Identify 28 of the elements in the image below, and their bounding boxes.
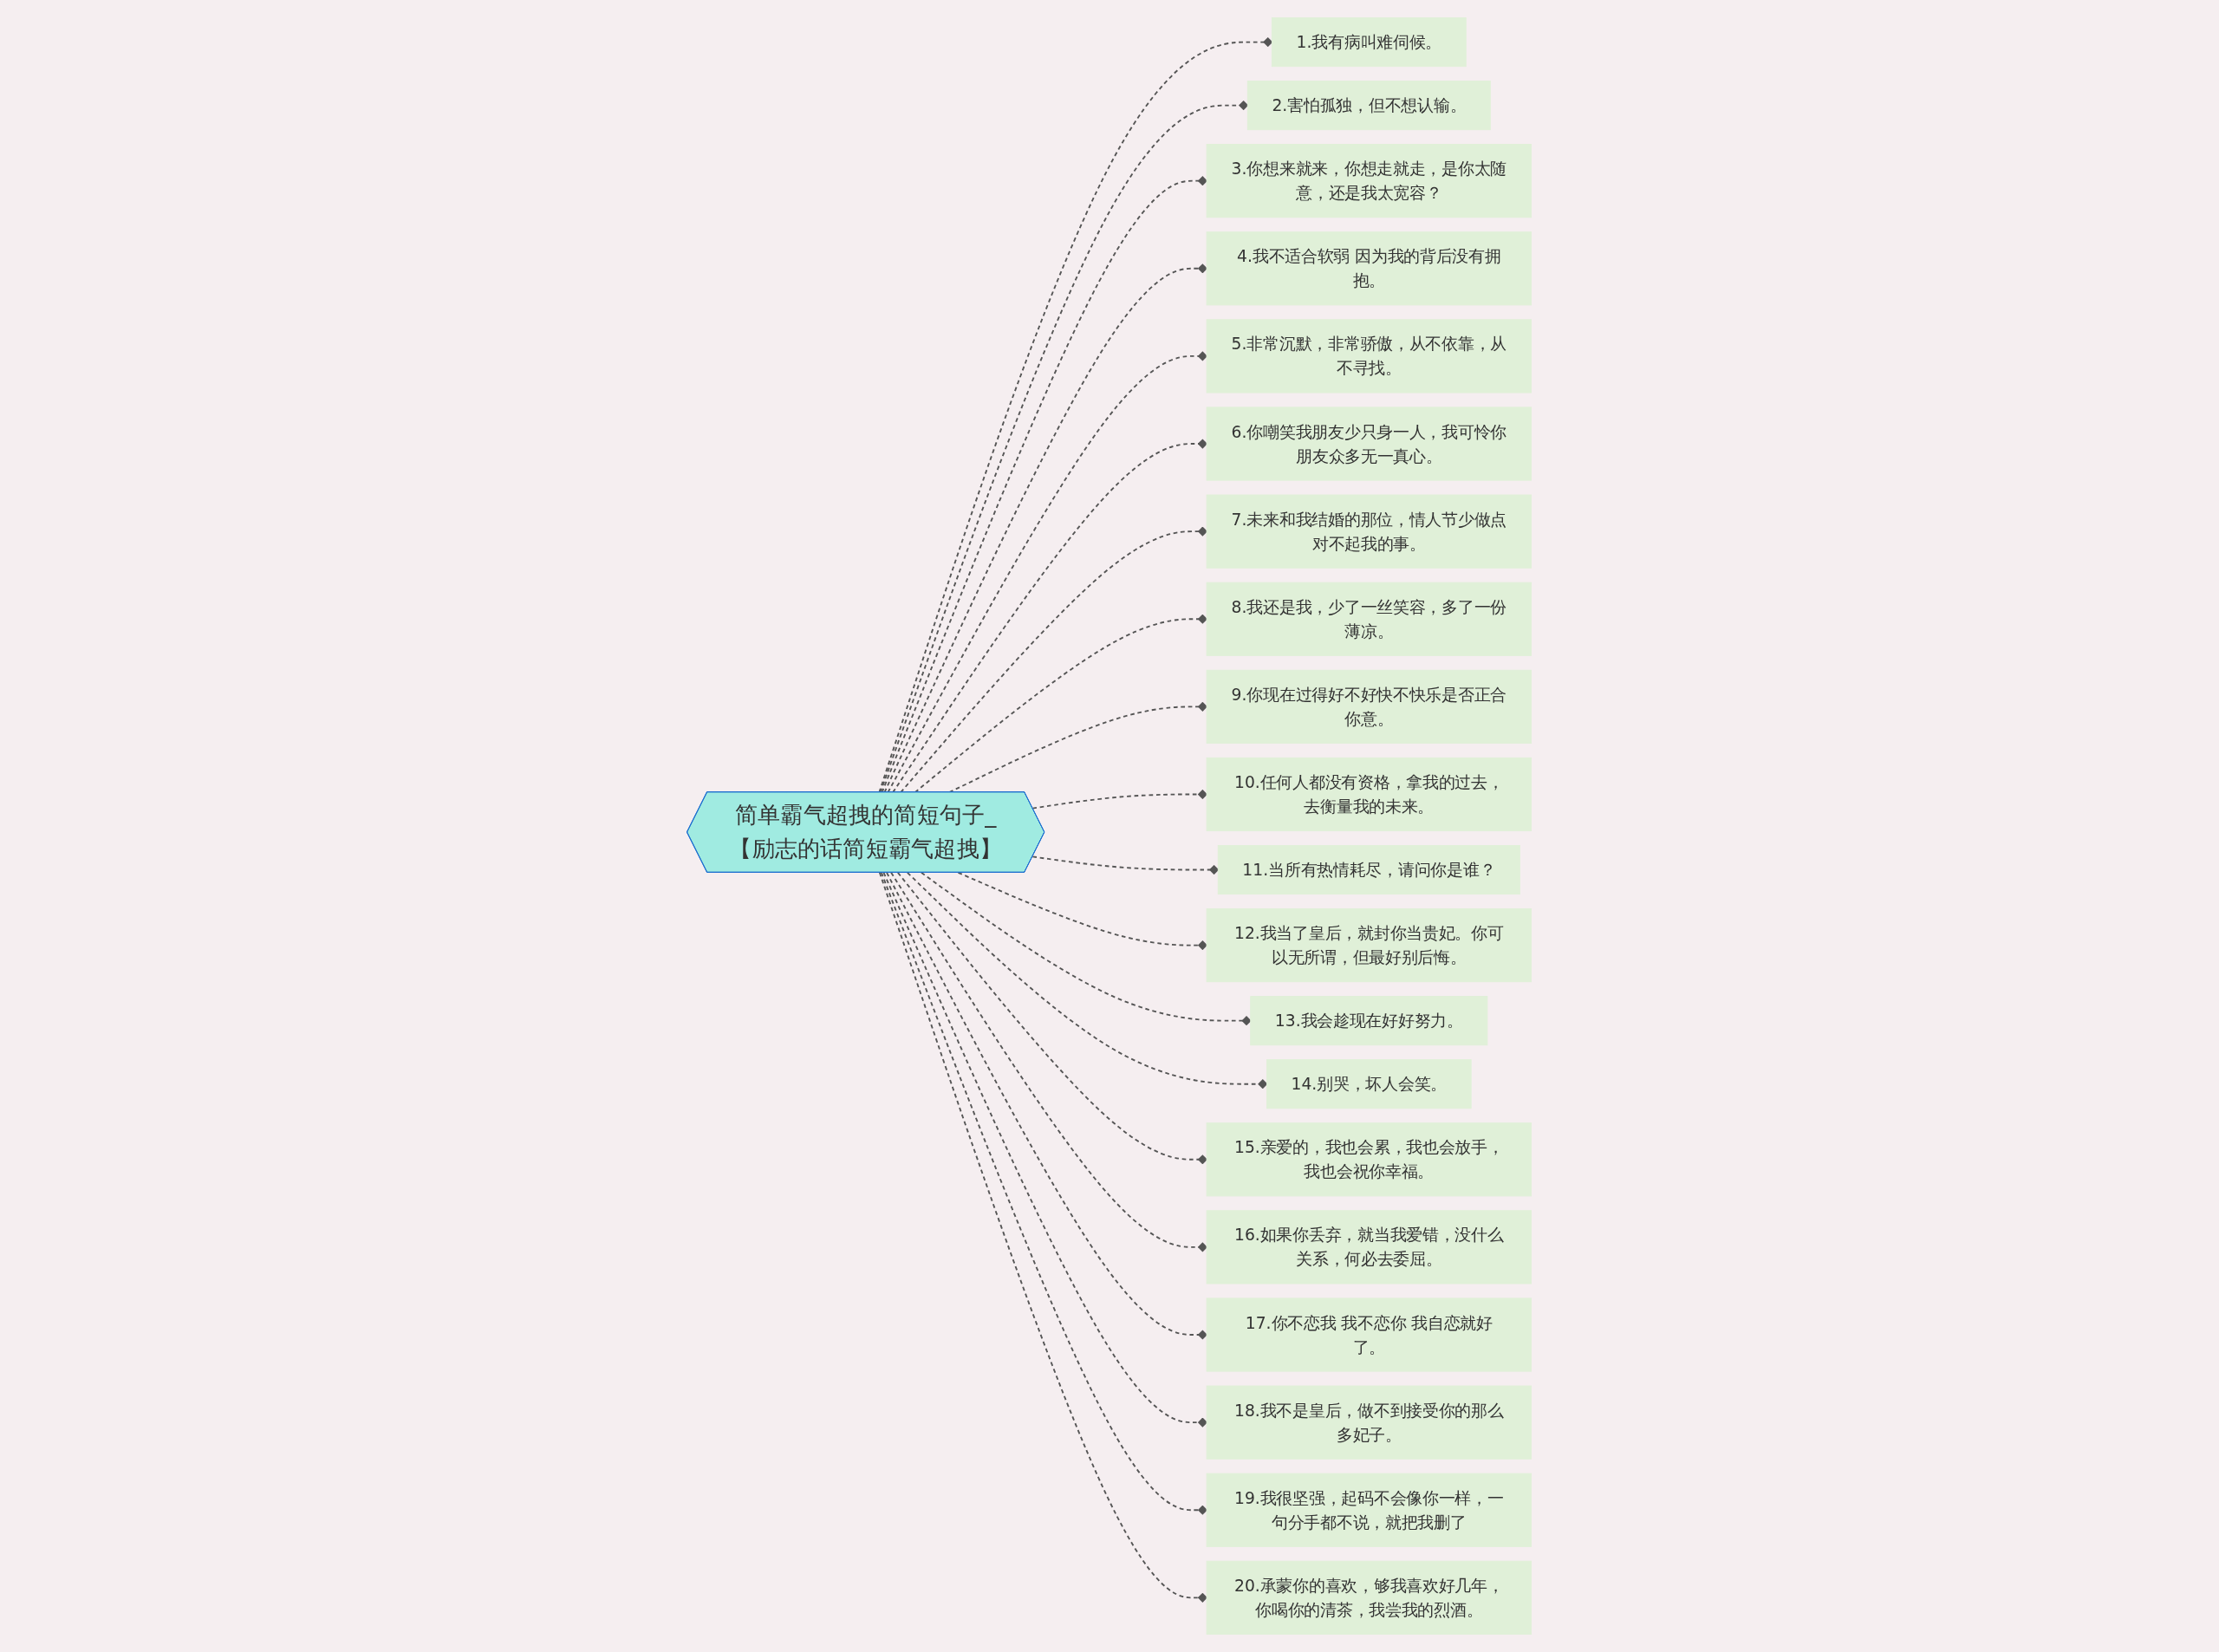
- connector: [907, 871, 1268, 1089]
- node-box: 10.任何人都没有资格，拿我的过去，去衡量我的未来。: [1207, 757, 1532, 832]
- connector: [1031, 855, 1220, 875]
- node-box: 17.你不恋我 我不恋你 我自恋就好了。: [1207, 1298, 1532, 1372]
- connector: [897, 871, 1208, 1165]
- node-box: 16.如果你丢弃，就当我爱错，没什么关系，何必去委屈。: [1207, 1210, 1532, 1285]
- node-box: 14.别哭，坏人会笑。: [1266, 1059, 1473, 1109]
- node-box: 8.我还是我，少了一丝笑容，多了一份薄凉。: [1207, 582, 1532, 656]
- node-box: 5.非常沉默，非常骄傲，从不依靠，从不寻找。: [1207, 319, 1532, 393]
- node-box: 2.害怕孤独，但不想认输。: [1247, 81, 1492, 131]
- connector: [921, 871, 1253, 1026]
- node-box: 13.我会趁现在好好努力。: [1250, 996, 1488, 1046]
- node-box: 6.你嘲笑我朋友少只身一人，我可怜你朋友众多无一真心。: [1207, 406, 1532, 481]
- node-box: 7.未来和我结婚的那位，情人节少做点对不起我的事。: [1207, 494, 1532, 569]
- connector: [958, 871, 1208, 951]
- node-box: 20.承蒙你的喜欢，够我喜欢好几年，你喝你的清茶，我尝我的烈酒。: [1207, 1560, 1532, 1635]
- node-box: 9.你现在过得好不好快不快乐是否正合你意。: [1207, 669, 1532, 744]
- node-box: 19.我很坚强，起码不会像你一样，一句分手都不说，就把我删了: [1207, 1473, 1532, 1547]
- connector: [886, 871, 1208, 1340]
- node-box: 4.我不适合软弱 因为我的背后没有拥抱。: [1207, 231, 1532, 306]
- node-box: 12.我当了皇后，就封你当贵妃。你可以无所谓，但最好别后悔。: [1207, 908, 1532, 983]
- node-box: 18.我不是皇后，做不到接受你的那么多妃子。: [1207, 1385, 1532, 1460]
- node-box: 11.当所有热情耗尽，请问你是谁？: [1218, 845, 1521, 895]
- node-box: 3.你想来就来，你想走就走，是你太随意，还是我太宽容？: [1207, 144, 1532, 218]
- node-box: 1.我有病叫难伺候。: [1272, 17, 1467, 68]
- connector: [890, 871, 1208, 1252]
- node-box: 15.亲爱的，我也会累，我也会放手，我也会祝你幸福。: [1207, 1122, 1532, 1197]
- connector: [1031, 789, 1208, 810]
